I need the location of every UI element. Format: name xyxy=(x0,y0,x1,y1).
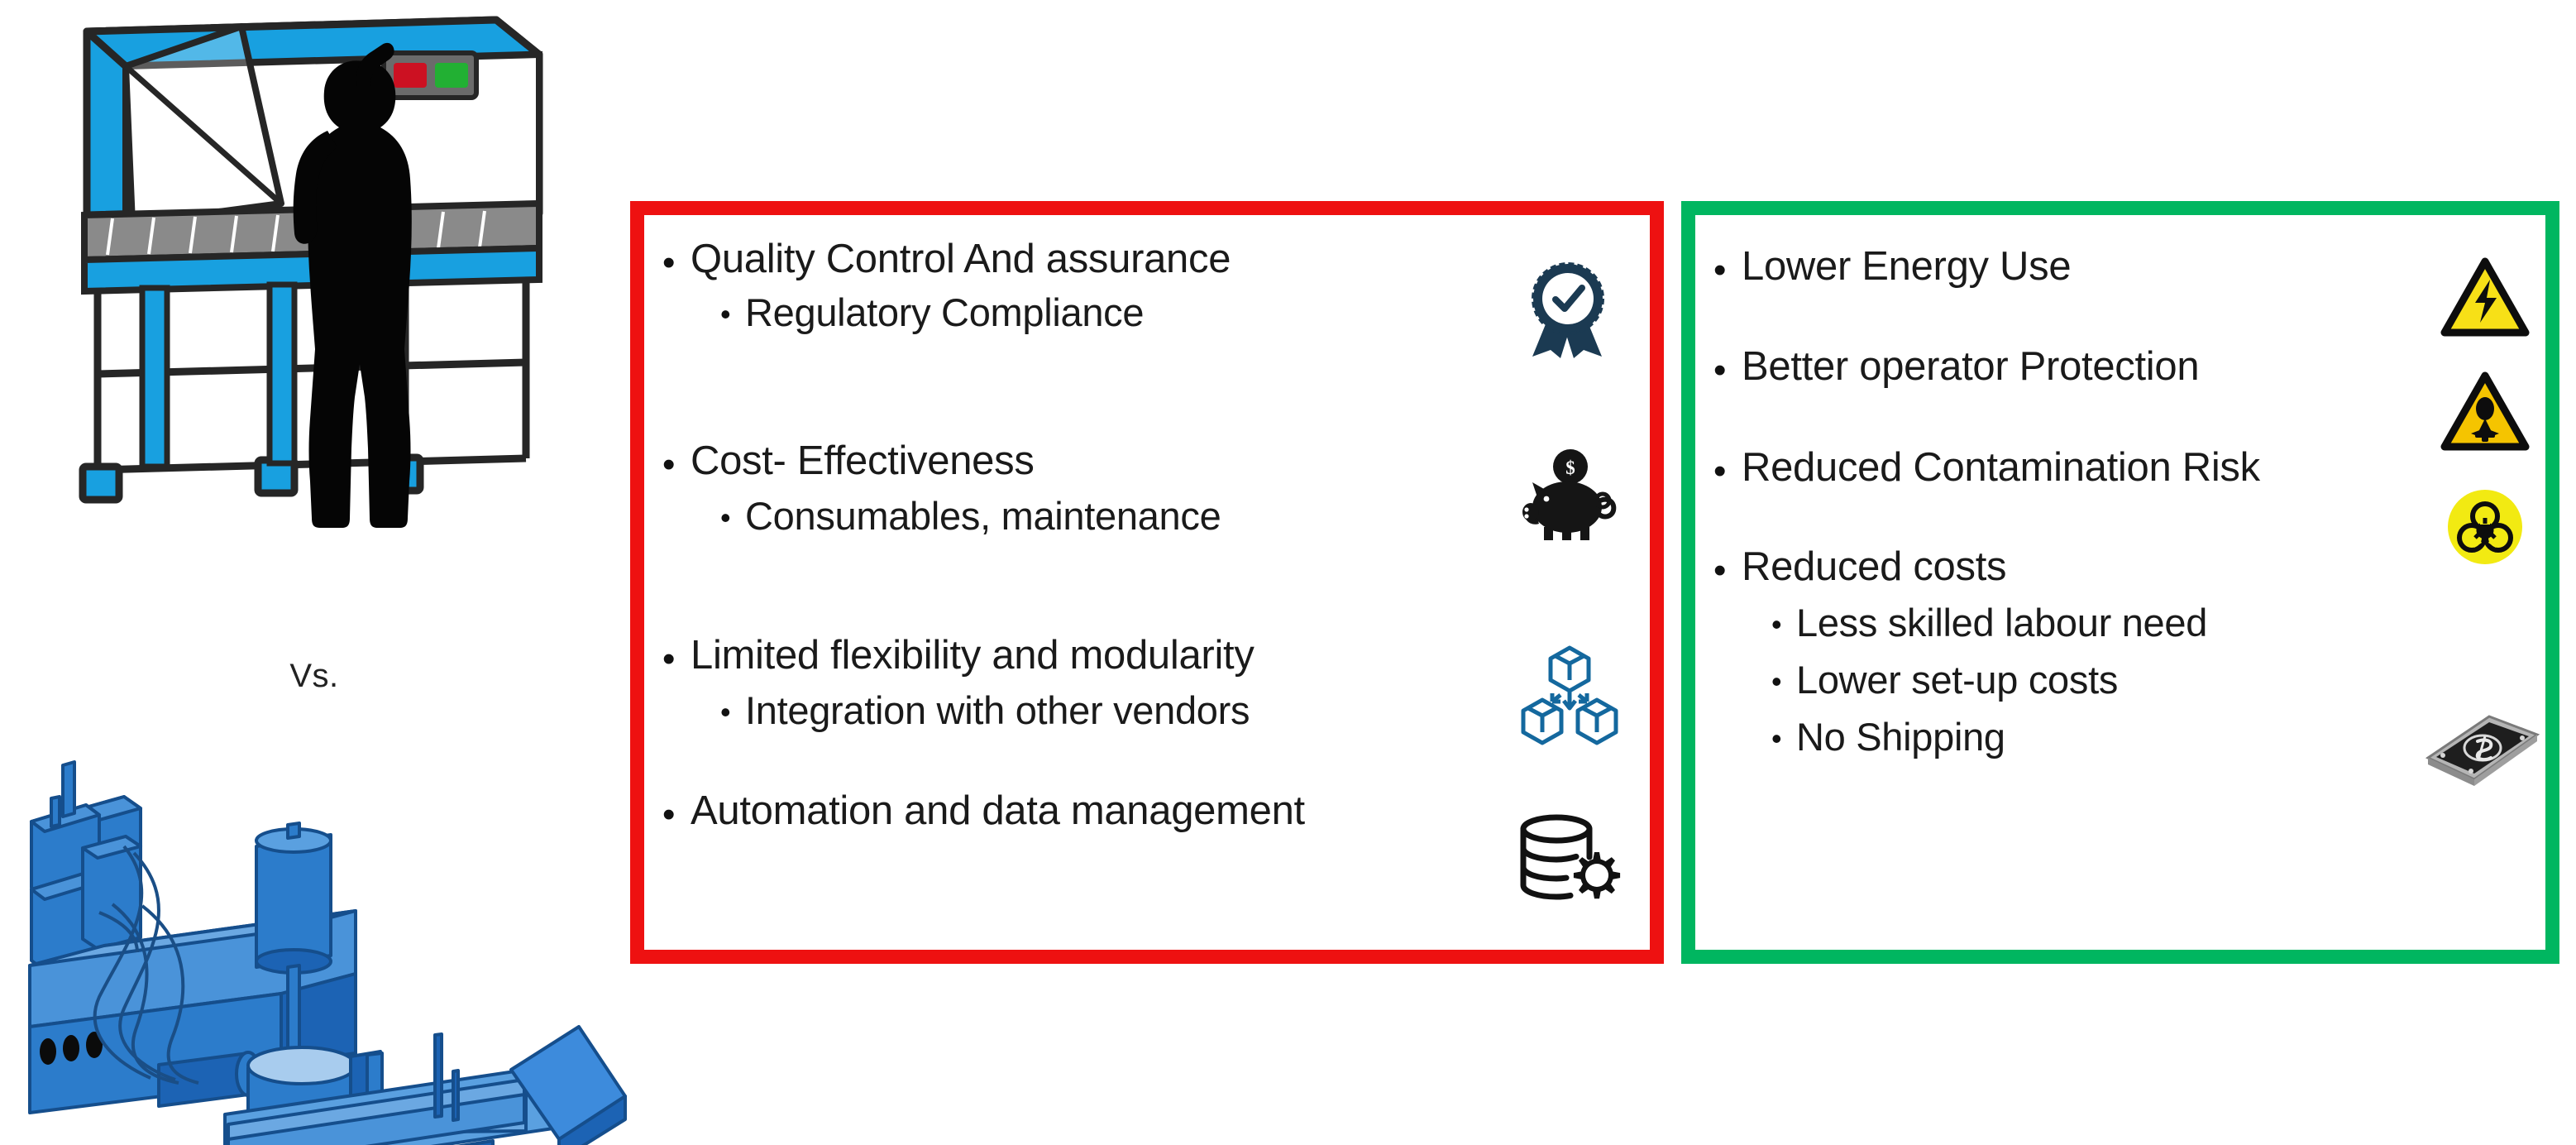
quality-badge-icon xyxy=(1522,261,1613,360)
bullet-icon: • xyxy=(662,242,676,283)
list-item: • Lower Energy Use xyxy=(1713,244,2072,290)
list-item-label: Cost- Effectiveness xyxy=(691,438,1035,483)
bullet-icon: • xyxy=(720,501,731,534)
bullet-icon: • xyxy=(1713,451,1727,491)
bullet-icon: • xyxy=(1713,350,1727,390)
operator-silhouette xyxy=(293,42,412,528)
bullet-icon: • xyxy=(1771,664,1782,698)
list-item-label: Better operator Protection xyxy=(1742,344,2200,389)
list-item-label: Reduced Contamination Risk xyxy=(1742,445,2260,490)
database-gear-icon xyxy=(1517,814,1621,907)
bullet-icon: • xyxy=(1713,250,1727,290)
advantages-panel: • Lower Energy Use • Better operator Pro… xyxy=(1681,201,2559,964)
list-item-label: Integration with other vendors xyxy=(745,688,1250,732)
electrical-hazard-warning-icon xyxy=(2440,257,2530,338)
modular-cubes-icon xyxy=(1521,644,1618,747)
bullet-icon: • xyxy=(1713,550,1727,591)
list-item: • Automation and data management xyxy=(662,788,1305,835)
list-item: • Better operator Protection xyxy=(1713,344,2200,390)
crush-hazard-warning-icon xyxy=(2440,371,2530,452)
bullet-icon: • xyxy=(720,695,731,729)
list-item: • No Shipping xyxy=(1771,715,2005,759)
banknote-icon xyxy=(2420,708,2544,791)
svg-text:$: $ xyxy=(1565,458,1575,478)
list-item: • Limited flexibility and modularity xyxy=(662,633,1255,679)
list-item-label: Consumables, maintenance xyxy=(745,494,1221,538)
list-item: • Cost- Effectiveness xyxy=(662,438,1035,485)
list-item: • Regulatory Compliance xyxy=(720,290,1145,334)
list-item-label: Less skilled labour need xyxy=(1796,601,2208,644)
list-item: • Quality Control And assurance xyxy=(662,237,1231,283)
list-item-label: Regulatory Compliance xyxy=(745,290,1145,334)
disadvantages-panel: • Quality Control And assurance • Regula… xyxy=(630,201,1664,964)
list-item-label: Quality Control And assurance xyxy=(691,237,1231,281)
list-item-label: Reduced costs xyxy=(1742,544,2007,589)
bullet-icon: • xyxy=(720,297,731,331)
list-item-label: Lower Energy Use xyxy=(1742,244,2072,289)
list-item: • Integration with other vendors xyxy=(720,690,1250,731)
list-item-label: Automation and data management xyxy=(691,788,1305,833)
bullet-icon: • xyxy=(662,639,676,679)
piggy-bank-icon: $ xyxy=(1519,449,1618,540)
list-item-label: No Shipping xyxy=(1796,715,2005,759)
biosafety-cabinet-illustration xyxy=(33,7,595,553)
bullet-icon: • xyxy=(662,444,676,485)
list-item: • Lower set-up costs xyxy=(1771,658,2119,702)
list-item: • Reduced costs xyxy=(1713,544,2007,591)
bullet-icon: • xyxy=(662,794,676,835)
list-item: • Consumables, maintenance xyxy=(720,494,1221,538)
automated-lab-workstation-illustration xyxy=(0,749,627,1145)
biohazard-icon xyxy=(2446,488,2524,566)
list-item: • Reduced Contamination Risk xyxy=(1713,445,2260,491)
list-item-label: Lower set-up costs xyxy=(1796,658,2119,702)
bullet-icon: • xyxy=(1771,607,1782,641)
list-item: • Less skilled labour need xyxy=(1771,601,2208,644)
bullet-icon: • xyxy=(1771,721,1782,755)
left-illustration-column: Vs. xyxy=(0,0,628,1145)
vs-label: Vs. xyxy=(289,658,339,694)
list-item-label: Limited flexibility and modularity xyxy=(691,633,1255,678)
